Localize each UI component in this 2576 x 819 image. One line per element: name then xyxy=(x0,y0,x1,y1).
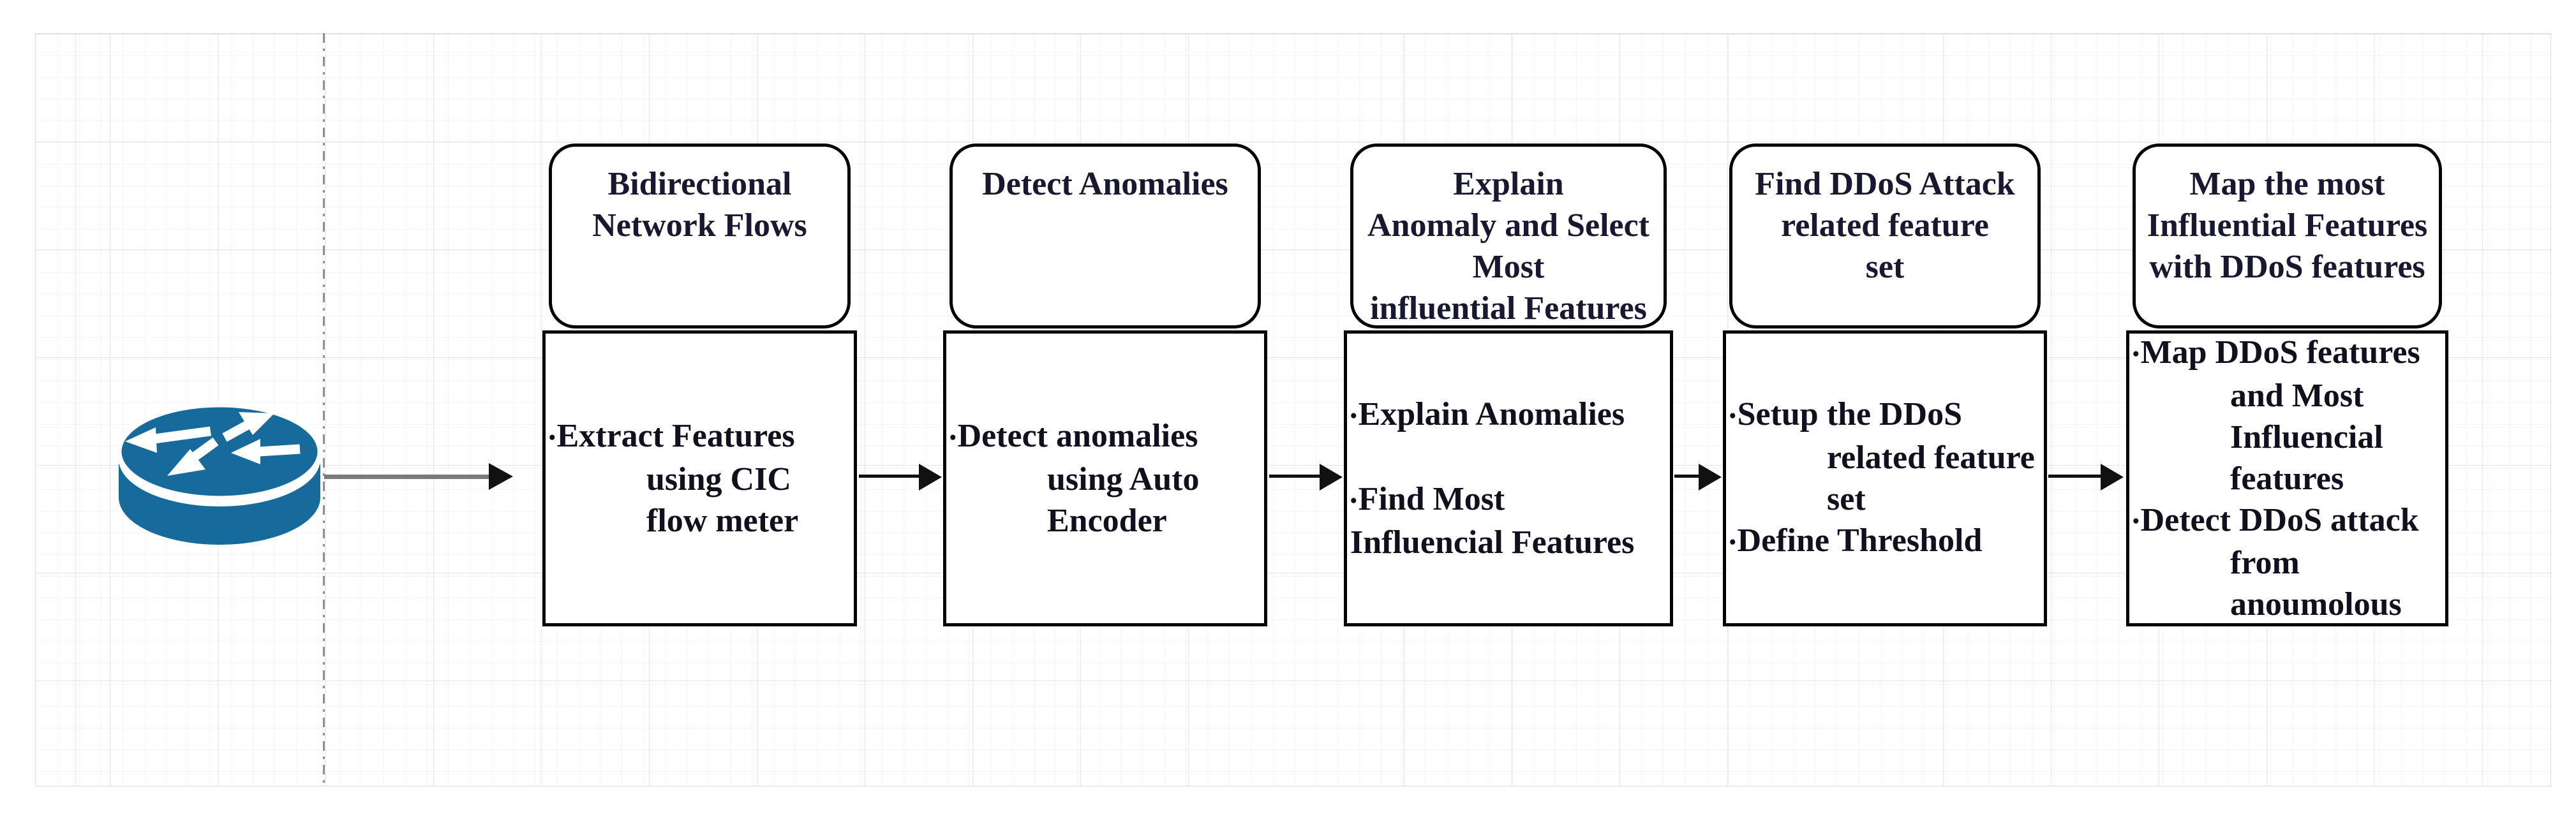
header-line: Map the most xyxy=(2189,166,2385,202)
header-line: Detect Anomalies xyxy=(982,166,1228,202)
header-line: set xyxy=(1865,249,1905,285)
connector-4-5-arrowhead-icon xyxy=(2101,464,2124,491)
bullet-icon: • xyxy=(1729,531,1736,553)
header-line: Bidirectional xyxy=(607,166,792,202)
body-line: from xyxy=(2230,545,2300,582)
body-line: •Find Most xyxy=(1350,481,1505,517)
header-line: Network Flows xyxy=(592,207,807,244)
body-line: related feature xyxy=(1827,439,2035,476)
stage-1-bidirectional-network-flows: Bidirectional Network Flows •Extract Fea… xyxy=(542,144,857,626)
connector-1-2-line[interactable] xyxy=(859,475,920,478)
body-line: using Auto xyxy=(1047,461,1200,498)
body-line: •Setup the DDoS xyxy=(1729,396,1963,433)
connector-3-4-arrowhead-icon xyxy=(1699,464,1722,491)
header-line: Find DDoS Attack xyxy=(1755,166,2015,202)
body-line: •Explain Anomalies xyxy=(1350,396,1625,433)
bullet-icon: • xyxy=(549,426,556,448)
connector-3-4-line[interactable] xyxy=(1674,475,1700,478)
body-line: Encoder xyxy=(1047,502,1167,539)
stage-2-detect-anomalies: Detect Anomalies •Detect anomalies using… xyxy=(943,144,1267,626)
body-line: •Extract Features xyxy=(549,418,795,455)
body-line: features xyxy=(2230,460,2344,497)
connector-4-5-line[interactable] xyxy=(2048,475,2102,478)
connector-source-arrowhead-icon xyxy=(489,463,513,490)
bullet-icon: • xyxy=(1350,405,1357,427)
bullet-icon: • xyxy=(2133,510,2140,533)
connector-2-3-arrowhead-icon xyxy=(1320,464,1343,491)
body-line: •Detect DDoS attack xyxy=(2133,501,2419,538)
body-line: flow meter xyxy=(646,502,799,539)
stage-5-body-box[interactable]: •Map DDoS features and Most Influencial … xyxy=(2126,330,2448,626)
stage-3-body-box[interactable]: •Explain Anomalies •Find Most Influencia… xyxy=(1344,330,1673,626)
router-cylinder-body xyxy=(119,459,320,545)
header-line: Anomaly and Select xyxy=(1367,207,1649,244)
body-line: set xyxy=(1827,481,1866,517)
dashed-guide-line xyxy=(323,33,325,786)
bullet-icon: • xyxy=(949,426,957,448)
stage-4-body-box[interactable]: •Setup the DDoS related feature set •Def… xyxy=(1723,330,2047,626)
connector-1-2-arrowhead-icon xyxy=(919,464,942,491)
header-line: Most xyxy=(1472,249,1545,285)
stage-1-header-box[interactable]: Bidirectional Network Flows xyxy=(549,144,851,328)
body-line: Influencial xyxy=(2230,418,2383,455)
router-icon[interactable] xyxy=(115,401,324,549)
body-line: •Detect anomalies xyxy=(949,418,1198,455)
header-line: related feature xyxy=(1781,207,1989,244)
body-line: using CIC xyxy=(646,461,791,498)
stage-4-find-ddos-feature-set: Find DDoS Attack related feature set •Se… xyxy=(1723,144,2047,626)
connector-source-line[interactable] xyxy=(324,475,489,479)
stage-5-header-box[interactable]: Map the most Influential Features with D… xyxy=(2133,144,2442,328)
body-line-blank xyxy=(1347,437,1670,478)
bullet-icon: • xyxy=(2133,343,2140,365)
header-line: influential Features xyxy=(1370,290,1647,327)
stage-2-body-box[interactable]: •Detect anomalies using Auto Encoder xyxy=(943,330,1267,626)
header-line: with DDoS features xyxy=(2149,249,2425,285)
stage-3-header-box[interactable]: Explain Anomaly and Select Most influent… xyxy=(1350,144,1667,328)
body-line: •Define Threshold xyxy=(1729,522,1983,559)
body-line: Influencial Features xyxy=(1350,524,1635,561)
header-line: Explain xyxy=(1453,166,1564,202)
stage-2-header-box[interactable]: Detect Anomalies xyxy=(949,144,1261,328)
stage-1-body-box[interactable]: •Extract Features using CIC flow meter xyxy=(542,330,857,626)
body-line: •Map DDoS features xyxy=(2133,334,2420,371)
stage-3-explain-anomaly: Explain Anomaly and Select Most influent… xyxy=(1344,144,1673,626)
stage-4-header-box[interactable]: Find DDoS Attack related feature set xyxy=(1729,144,2041,328)
body-line: anoumolous xyxy=(2230,586,2402,623)
router-arrows-icon xyxy=(125,412,301,476)
connector-2-3-line[interactable] xyxy=(1269,475,1321,478)
bullet-icon: • xyxy=(1729,405,1736,427)
header-line: Influential Features xyxy=(2147,207,2428,244)
stage-5-map-influential-features: Map the most Influential Features with D… xyxy=(2126,144,2448,626)
body-line: and Most xyxy=(2230,377,2364,414)
bullet-icon: • xyxy=(1350,489,1357,512)
